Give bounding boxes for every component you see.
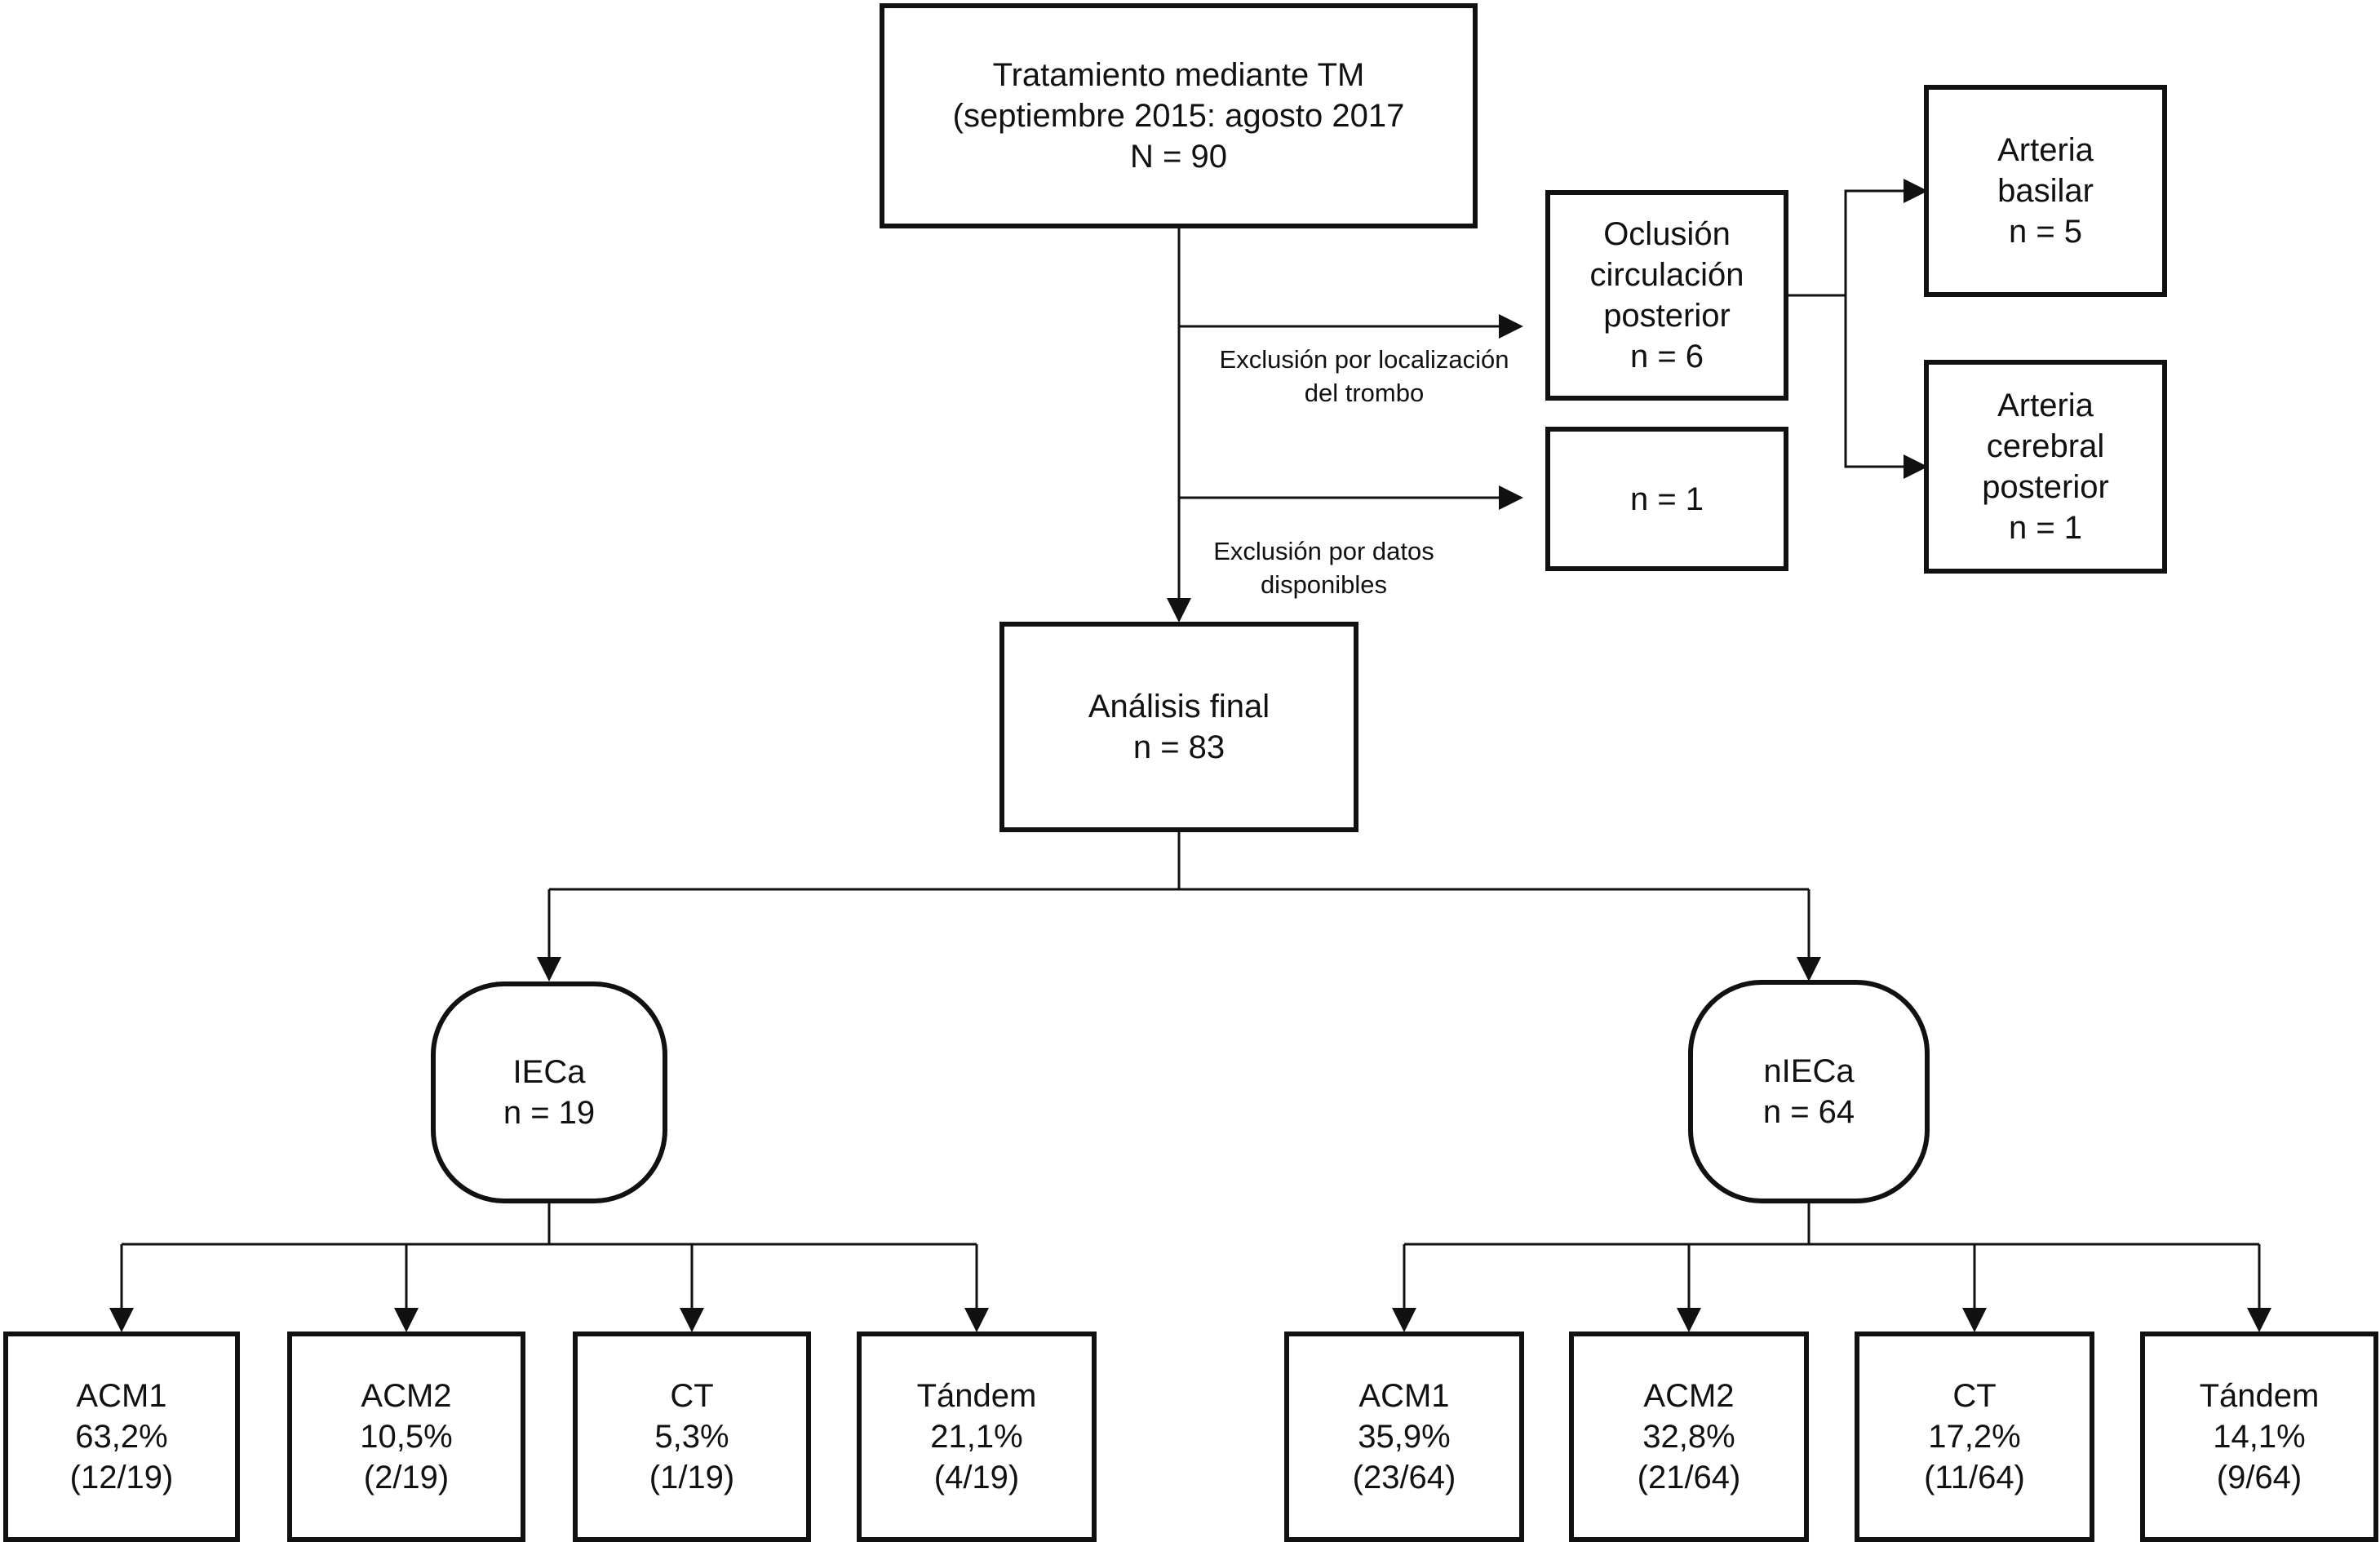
basilar-box: Arteria basilar n = 5 [1924, 85, 2167, 297]
exclusion-data-label-line2: disponibles [1260, 570, 1388, 599]
ieca-acm2-pct: 10,5% [360, 1419, 453, 1455]
exclusion-location-label: Exclusión por localización del trombo [1193, 343, 1536, 410]
posterior-cerebral-line4: n = 1 [2008, 510, 2083, 546]
data-exclusion-box: n = 1 [1545, 427, 1788, 571]
exclusion-location-label-line1: Exclusión por localización [1219, 345, 1509, 374]
nieca-tandem-label: Tándem [2199, 1378, 2320, 1414]
posterior-cerebral-line1: Arteria [1997, 388, 2094, 423]
nieca-tandem-pct: 14,1% [2213, 1419, 2306, 1455]
nieca-ct-box: CT 17,2% (11/64) [1855, 1332, 2094, 1542]
nieca-acm1-frac: (23/64) [1352, 1460, 1456, 1495]
group-nieca-count: n = 64 [1762, 1094, 1855, 1130]
exclusion-data-label-line1: Exclusión por datos [1213, 537, 1434, 565]
posterior-circulation-box: Oclusión circulación posterior n = 6 [1545, 190, 1788, 401]
posterior-circulation-line2: circulación [1589, 257, 1744, 293]
nieca-tandem-frac: (9/64) [2216, 1460, 2302, 1495]
posterior-circulation-line3: posterior [1603, 298, 1731, 334]
root-line3: N = 90 [1130, 139, 1227, 175]
basilar-line2: basilar [1997, 173, 2094, 209]
final-analysis-line2: n = 83 [1132, 729, 1225, 765]
group-ieca: IECa n = 19 [431, 981, 667, 1203]
posterior-cerebral-line2: cerebral [1986, 428, 2105, 464]
nieca-acm2-box: ACM2 32,8% (21/64) [1569, 1332, 1809, 1542]
exclusion-location-label-line2: del trombo [1304, 379, 1425, 407]
ieca-tandem-pct: 21,1% [930, 1419, 1023, 1455]
nieca-acm2-pct: 32,8% [1642, 1419, 1735, 1455]
ieca-ct-label: CT [670, 1378, 714, 1414]
nieca-acm1-pct: 35,9% [1358, 1419, 1451, 1455]
nieca-tandem-box: Tándem 14,1% (9/64) [2140, 1332, 2378, 1542]
ieca-acm2-box: ACM2 10,5% (2/19) [287, 1332, 525, 1542]
ieca-tandem-box: Tándem 21,1% (4/19) [857, 1332, 1097, 1542]
ieca-acm1-box: ACM1 63,2% (12/19) [3, 1332, 240, 1542]
nieca-acm1-label: ACM1 [1358, 1378, 1450, 1414]
nieca-acm1-box: ACM1 35,9% (23/64) [1284, 1332, 1524, 1542]
nieca-acm2-label: ACM2 [1643, 1378, 1735, 1414]
posterior-split-2 [1844, 295, 1928, 479]
root-line1: Tratamiento mediante TM [992, 57, 1365, 93]
ieca-acm1-label: ACM1 [76, 1378, 167, 1414]
final-analysis-box: Análisis final n = 83 [999, 622, 1358, 832]
data-exclusion-count: n = 1 [1629, 481, 1704, 517]
ieca-tandem-frac: (4/19) [933, 1460, 1020, 1495]
group-ieca-count: n = 19 [503, 1095, 596, 1131]
ieca-acm2-label: ACM2 [361, 1378, 452, 1414]
root-line2: (septiembre 2015: agosto 2017 [952, 98, 1405, 134]
posterior-cerebral-box: Arteria cerebral posterior n = 1 [1924, 360, 2167, 574]
nieca-ct-label: CT [1952, 1378, 1997, 1414]
final-analysis-line1: Análisis final [1088, 689, 1270, 724]
ieca-ct-pct: 5,3% [654, 1419, 729, 1455]
group-nieca-name: nIECa [1763, 1053, 1855, 1089]
ieca-tandem-label: Tándem [916, 1378, 1037, 1414]
root-box: Tratamiento mediante TM (septiembre 2015… [880, 3, 1478, 228]
posterior-circulation-line4: n = 6 [1629, 339, 1704, 374]
basilar-line1: Arteria [1997, 132, 2094, 168]
nieca-ct-frac: (11/64) [1924, 1460, 2025, 1495]
posterior-cerebral-line3: posterior [1982, 469, 2109, 505]
ieca-ct-frac: (1/19) [649, 1460, 735, 1495]
exclusion-data-label: Exclusión por datos disponibles [1187, 534, 1460, 601]
ieca-acm2-frac: (2/19) [363, 1460, 450, 1495]
posterior-circulation-line1: Oclusión [1603, 216, 1731, 252]
posterior-split [1788, 179, 1928, 297]
nieca-acm2-frac: (21/64) [1637, 1460, 1741, 1495]
ieca-ct-box: CT 5,3% (1/19) [573, 1332, 811, 1542]
basilar-line3: n = 5 [2008, 214, 2083, 250]
ieca-acm1-frac: (12/19) [69, 1460, 174, 1495]
ieca-acm1-pct: 63,2% [75, 1419, 168, 1455]
group-nieca: nIECa n = 64 [1688, 980, 1930, 1203]
nieca-ct-pct: 17,2% [1928, 1419, 2021, 1455]
group-ieca-name: IECa [512, 1054, 586, 1090]
